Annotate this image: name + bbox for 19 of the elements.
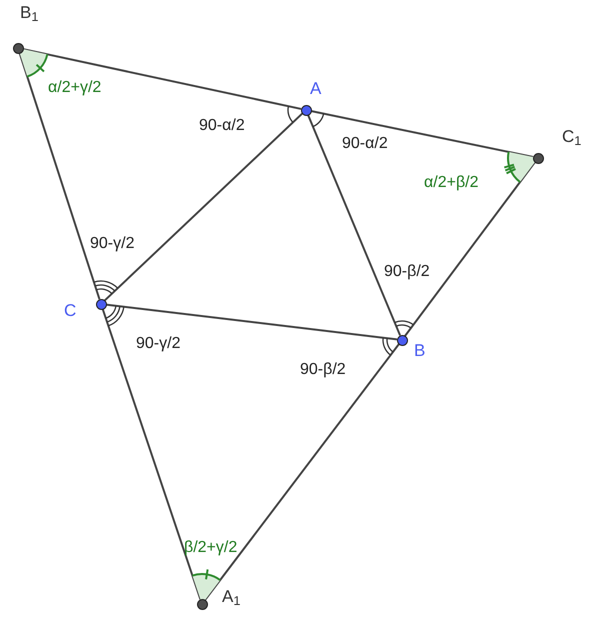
line-segment xyxy=(104,112,304,302)
line-segment xyxy=(204,343,400,601)
line-segment xyxy=(404,161,536,337)
line-segment xyxy=(310,110,534,158)
point-label: C xyxy=(64,302,76,319)
line-segment xyxy=(106,304,398,340)
angle-label: 90-α/2 xyxy=(342,136,388,152)
point-label: B$_{1}$ xyxy=(20,4,38,21)
line-segment xyxy=(18,52,100,300)
point-label: B xyxy=(414,342,426,359)
angle-label: 90-γ/2 xyxy=(136,336,180,352)
angle-label: 90-β/2 xyxy=(300,362,346,378)
line-segment xyxy=(22,48,302,110)
line-segment xyxy=(102,308,202,600)
point-label: A$_{1}$ xyxy=(222,588,240,605)
point-label: C$_{1}$ xyxy=(562,128,582,145)
line-segment xyxy=(307,114,401,336)
angle-label: 90-α/2 xyxy=(199,118,245,134)
point-label: A xyxy=(310,80,322,97)
